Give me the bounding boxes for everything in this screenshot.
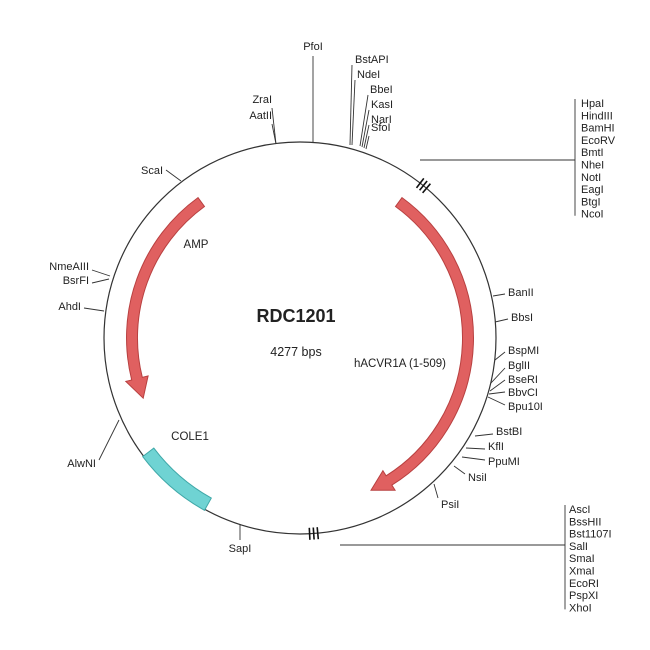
site-label-aatii: AatII xyxy=(249,110,272,122)
mcs1-label-noti: NotI xyxy=(581,172,601,184)
site-label-zrai: ZraI xyxy=(252,94,272,106)
backbone-layer xyxy=(103,141,497,535)
site-label-nsii: NsiI xyxy=(468,472,487,484)
site-label-bpu10i: Bpu10I xyxy=(508,401,543,413)
mcs-layer: HpaIHindIIIBamHIEcoRVBmtINheINotIEagIBtg… xyxy=(308,98,616,614)
mcs2-label-bst1107i: Bst1107I xyxy=(569,529,612,541)
mcs2-label-smai: SmaI xyxy=(569,553,595,565)
site-tick-ahdi xyxy=(83,307,105,312)
mcs2-label-xmai: XmaI xyxy=(569,566,595,578)
backbone-circle xyxy=(103,141,497,535)
site-tick-scai xyxy=(165,169,182,182)
mcs2-label-pspxi: PspXI xyxy=(569,590,598,602)
mcs2-marker xyxy=(312,527,315,540)
site-tick-ndei xyxy=(351,79,356,146)
mcs2-label-asci: AscI xyxy=(569,504,590,516)
feature-cole1 xyxy=(142,447,212,511)
mcs2-marker xyxy=(316,527,320,540)
plasmid-name: RDC1201 xyxy=(256,306,335,326)
site-tick-ppumi xyxy=(461,456,486,461)
feature-hacvr1a xyxy=(370,196,474,491)
site-tick-bstapi xyxy=(349,64,353,146)
site-label-bbei: BbeI xyxy=(370,84,393,96)
site-label-psii: PsiI xyxy=(441,499,459,511)
site-label-banii: BanII xyxy=(508,287,534,299)
mcs1-label-hindiii: HindIII xyxy=(581,110,613,122)
mcs1-marker xyxy=(418,180,428,191)
site-label-bsrfi: BsrFI xyxy=(63,275,89,287)
feature-layer: AMP hACVR1A (1-509) COLE1 xyxy=(124,196,474,511)
site-label-bglii: BglII xyxy=(508,360,530,372)
feature-amp xyxy=(124,196,206,400)
site-label-kasi: KasI xyxy=(371,99,393,111)
site-tick-alwni xyxy=(98,419,120,461)
site-label-bseri: BseRI xyxy=(508,374,538,386)
mcs1-label-bamhi: BamHI xyxy=(581,123,615,135)
mcs1-label-nhei: NheI xyxy=(581,160,604,172)
site-label-sapi: SapI xyxy=(229,543,252,555)
mcs1-label-eagi: EagI xyxy=(581,184,604,196)
site-tick-nsii xyxy=(453,465,466,475)
feature-label-hacvr1a: hACVR1A (1-509) xyxy=(354,358,446,370)
site-label-sfoi: SfoI xyxy=(371,122,391,134)
site-label-ppumi: PpuMI xyxy=(488,456,520,468)
mcs1-label-ncoi: NcoI xyxy=(581,209,604,221)
mcs2-label-ecori: EcoRI xyxy=(569,578,599,590)
site-tick-psii xyxy=(433,483,439,499)
site-tick-bbvci xyxy=(488,391,506,395)
site-label-bbvci: BbvCI xyxy=(508,387,538,399)
site-label-nari: NarI xyxy=(371,114,392,126)
feature-label-amp: AMP xyxy=(184,239,209,251)
site-label-nmeaiii: NmeAIII xyxy=(49,261,89,273)
site-tick-bbsi xyxy=(494,318,509,323)
mcs1-label-ecorv: EcoRV xyxy=(581,135,616,147)
plasmid-size: 4277 bps xyxy=(270,345,321,359)
site-tick-bbei xyxy=(359,94,369,147)
site-tick-bpu10i xyxy=(487,396,506,406)
mcs2-label-sali: SalI xyxy=(569,541,588,553)
site-label-alwni: AlwNI xyxy=(67,458,96,470)
site-label-bstapi: BstAPI xyxy=(355,54,389,66)
mcs2-label-bsshii: BssHII xyxy=(569,516,601,528)
mcs1-marker xyxy=(421,183,432,194)
mcs1-marker xyxy=(415,177,425,189)
site-tick-zrai xyxy=(271,107,277,145)
site-label-kfli: KflI xyxy=(488,441,504,453)
site-label-ndei: NdeI xyxy=(357,69,380,81)
mcs2-label-xhoi: XhoI xyxy=(569,602,592,614)
site-tick-aatii xyxy=(271,123,277,145)
site-tick-banii xyxy=(492,293,506,297)
mcs1-label-hpai: HpaI xyxy=(581,98,604,110)
site-label-bbsi: BbsI xyxy=(511,312,533,324)
site-tick-kfli xyxy=(465,447,486,450)
mcs2-marker xyxy=(308,527,311,540)
site-tick-nari xyxy=(363,124,370,149)
site-label-bspmi: BspMI xyxy=(508,345,539,357)
site-tick-kasi xyxy=(361,109,370,148)
site-label-pfoi: PfoI xyxy=(303,41,323,53)
site-tick-bstbi xyxy=(474,433,494,437)
mcs1-label-bmti: BmtI xyxy=(581,147,604,159)
site-label-scai: ScaI xyxy=(141,165,163,177)
site-tick-bspmi xyxy=(494,351,506,361)
site-tick-bglii xyxy=(490,367,506,384)
site-label-ahdi: AhdI xyxy=(58,301,81,313)
site-tick-bsrfi xyxy=(91,278,110,284)
site-label-bstbi: BstBI xyxy=(496,426,522,438)
mcs1-label-btgi: BtgI xyxy=(581,196,601,208)
site-tick-nmeaiii xyxy=(91,269,111,277)
site-tick-sfoi xyxy=(365,135,370,150)
feature-label-cole1: COLE1 xyxy=(171,431,209,443)
site-tick-bseri xyxy=(489,379,506,392)
